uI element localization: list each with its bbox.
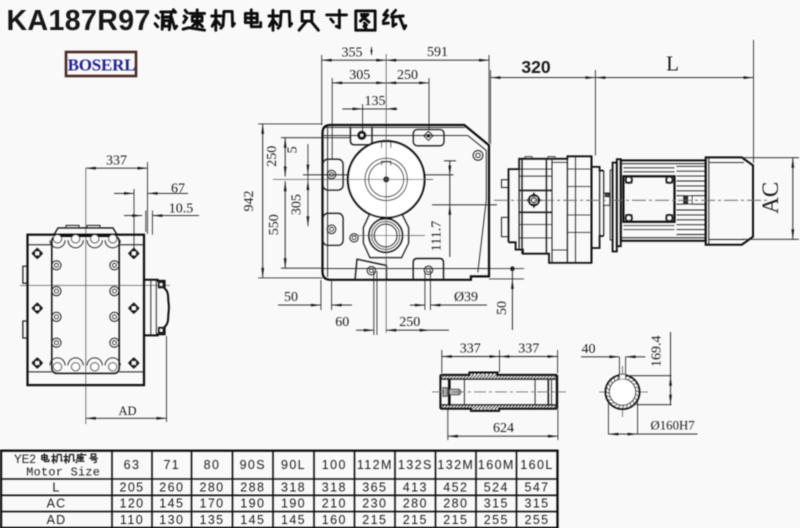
svg-text:5: 5: [285, 146, 300, 153]
svg-text:624: 624: [493, 421, 514, 436]
svg-text:111.7: 111.7: [429, 221, 444, 251]
svg-text:132M: 132M: [437, 458, 474, 472]
svg-text:160: 160: [322, 513, 347, 527]
svg-text:100: 100: [322, 458, 347, 472]
svg-text:BOSERL: BOSERL: [68, 55, 136, 74]
svg-text:Ø160H7: Ø160H7: [651, 419, 696, 433]
svg-text:280: 280: [403, 497, 428, 511]
svg-text:145: 145: [159, 497, 184, 511]
svg-text:169.4: 169.4: [649, 335, 664, 367]
svg-text:40: 40: [582, 342, 596, 357]
svg-text:942: 942: [242, 190, 257, 211]
svg-text:80: 80: [204, 458, 221, 472]
svg-text:160L: 160L: [520, 458, 553, 472]
svg-text:413: 413: [403, 480, 428, 494]
svg-text:305: 305: [349, 68, 370, 83]
svg-text:145: 145: [240, 513, 265, 527]
svg-text:260: 260: [159, 480, 184, 494]
svg-text:280: 280: [199, 480, 224, 494]
svg-text:KA187R97: KA187R97: [7, 5, 151, 37]
svg-text:591: 591: [427, 45, 448, 60]
svg-text:365: 365: [362, 480, 387, 494]
svg-text:280: 280: [443, 497, 468, 511]
svg-text:250: 250: [399, 315, 420, 330]
svg-text:355: 355: [342, 45, 363, 60]
svg-text:110: 110: [120, 513, 144, 527]
svg-text:305: 305: [290, 194, 305, 215]
svg-text:190: 190: [240, 497, 265, 511]
svg-text:547: 547: [524, 480, 549, 494]
svg-text:320: 320: [521, 57, 550, 77]
svg-text:67: 67: [171, 182, 185, 197]
svg-text:135: 135: [365, 94, 386, 109]
svg-text:112M: 112M: [357, 458, 393, 472]
svg-text:170: 170: [199, 497, 224, 511]
svg-text:215: 215: [362, 513, 387, 527]
svg-text:318: 318: [281, 480, 306, 494]
svg-text:452: 452: [443, 480, 468, 494]
svg-text:255: 255: [484, 513, 509, 527]
svg-text:90S: 90S: [240, 458, 266, 472]
svg-text:215: 215: [403, 513, 428, 527]
svg-text:288: 288: [240, 480, 265, 494]
svg-text:255: 255: [524, 513, 549, 527]
svg-text:160M: 160M: [478, 458, 515, 472]
svg-text:135: 135: [199, 513, 224, 527]
svg-text:337: 337: [460, 342, 481, 357]
svg-text:L: L: [52, 480, 60, 494]
svg-text:215: 215: [443, 513, 468, 527]
svg-text:L: L: [666, 52, 679, 76]
svg-text:337: 337: [106, 153, 127, 168]
svg-text:337: 337: [518, 342, 539, 357]
svg-text:50: 50: [284, 290, 298, 305]
svg-text:210: 210: [322, 497, 347, 511]
svg-text:AC: AC: [758, 182, 783, 214]
svg-text:71: 71: [163, 458, 180, 472]
svg-text:315: 315: [524, 497, 549, 511]
svg-text:315: 315: [484, 497, 509, 511]
svg-text:524: 524: [484, 480, 509, 494]
svg-text:120: 120: [119, 497, 144, 511]
svg-text:63: 63: [124, 458, 141, 472]
svg-text:132S: 132S: [398, 458, 433, 472]
svg-text:60: 60: [335, 315, 349, 330]
svg-text:250: 250: [397, 68, 418, 83]
svg-text:130: 130: [159, 513, 184, 527]
svg-text:10.5: 10.5: [169, 201, 194, 216]
svg-text:318: 318: [322, 480, 347, 494]
svg-text:190: 190: [281, 497, 306, 511]
svg-text:AD: AD: [47, 513, 67, 527]
svg-text:Ø39: Ø39: [454, 290, 478, 305]
svg-text:205: 205: [119, 480, 144, 494]
svg-text:90L: 90L: [281, 458, 306, 472]
svg-text:550: 550: [267, 214, 282, 235]
svg-text:Motor Size: Motor Size: [26, 466, 100, 480]
svg-text:AD: AD: [118, 404, 136, 418]
svg-text:230: 230: [362, 497, 387, 511]
svg-text:AC: AC: [47, 497, 67, 511]
svg-text:145: 145: [281, 513, 306, 527]
svg-text:YE2: YE2: [14, 454, 36, 466]
svg-text:50: 50: [495, 301, 510, 315]
svg-text:250: 250: [265, 146, 280, 167]
